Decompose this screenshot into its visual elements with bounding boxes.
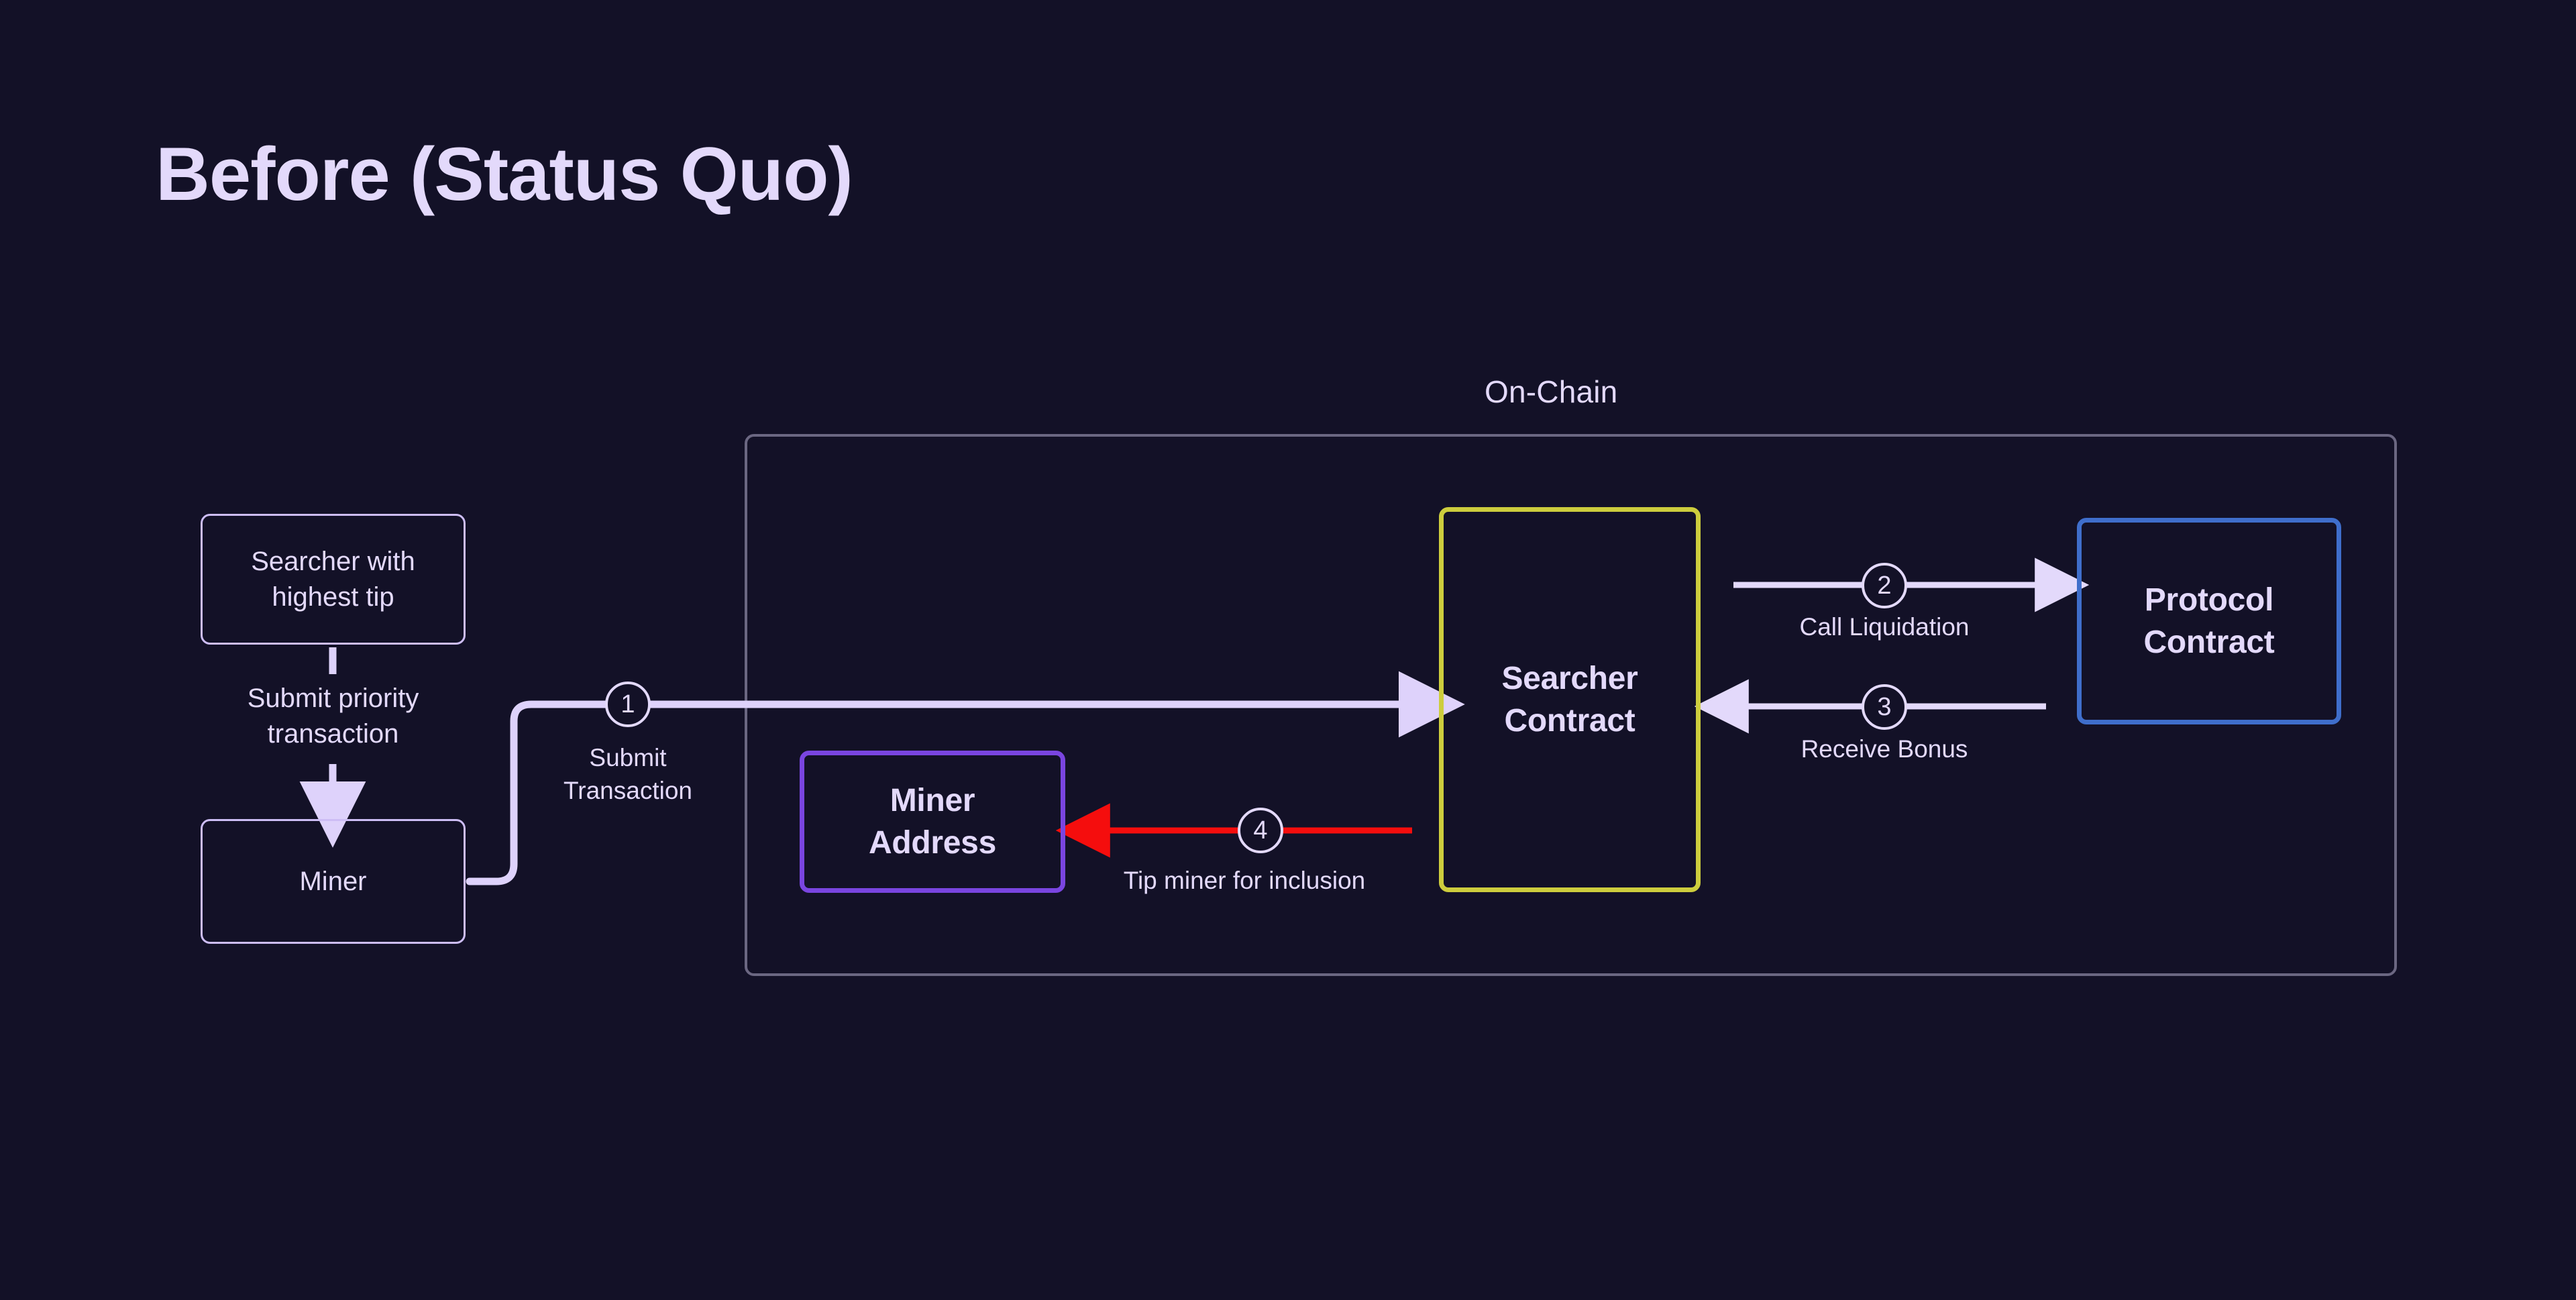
node-protocol-contract[interactable]: Protocol Contract bbox=[2077, 518, 2341, 724]
step-badge-4: 4 bbox=[1238, 808, 1283, 853]
node-label: Miner Address bbox=[869, 782, 996, 861]
step-label-3: Receive Bonus bbox=[1801, 735, 1968, 763]
node-label: Searcher with highest tip bbox=[251, 546, 415, 612]
step-badge-1: 1 bbox=[605, 682, 651, 727]
node-miner-address[interactable]: Miner Address bbox=[800, 751, 1065, 893]
node-label: Searcher Contract bbox=[1501, 660, 1638, 739]
step-label-4: Tip miner for inclusion bbox=[1123, 867, 1366, 894]
step-badge-2: 2 bbox=[1862, 563, 1907, 608]
page-title: Before (Status Quo) bbox=[156, 132, 853, 216]
step-badge-3: 3 bbox=[1862, 684, 1907, 730]
submit-priority-transaction-label: Submit priority transaction bbox=[247, 684, 419, 749]
node-label: Miner bbox=[299, 866, 367, 896]
step-label-1: Submit Transaction bbox=[564, 744, 692, 805]
node-searcher-contract[interactable]: Searcher Contract bbox=[1439, 507, 1701, 892]
step-label-2: Call Liquidation bbox=[1799, 613, 1970, 641]
on-chain-label: On-Chain bbox=[1485, 374, 1618, 409]
node-label: Protocol Contract bbox=[2143, 582, 2275, 660]
node-miner[interactable]: Miner bbox=[201, 819, 466, 944]
node-searcher-with-highest-tip[interactable]: Searcher with highest tip bbox=[201, 514, 466, 645]
